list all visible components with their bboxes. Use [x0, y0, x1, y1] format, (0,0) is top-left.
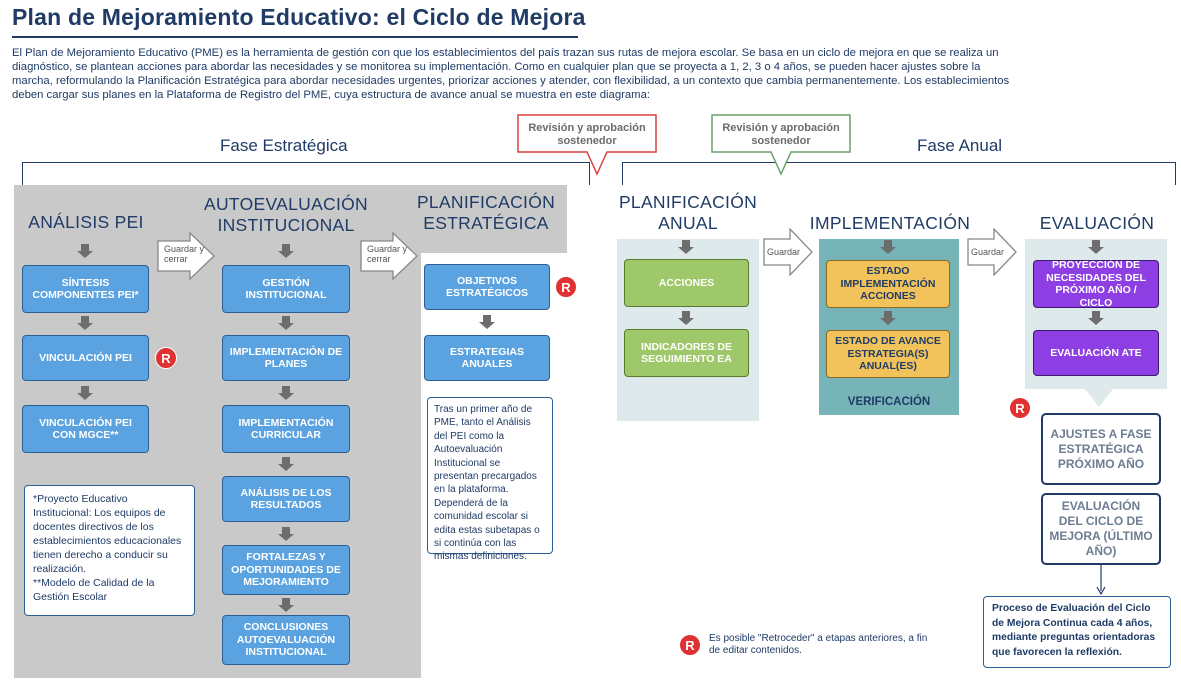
- sintesis-componentes-box[interactable]: SÍNTESIS COMPONENTES PEI*: [22, 265, 149, 313]
- strategic-panel-top-right: [421, 185, 567, 253]
- implementacion-title: IMPLEMENTACIÓN: [809, 213, 971, 233]
- ajustes-fase-box[interactable]: AJUSTES A FASE ESTRATÉGICA PRÓXIMO AÑO: [1041, 413, 1161, 485]
- objetivos-estrategicos-box[interactable]: OBJETIVOS ESTRATÉGICOS: [424, 264, 550, 310]
- autoevaluacion-title: AUTOEVALUACIÓN INSTITUCIONAL: [203, 194, 368, 235]
- implementacion-curricular-box[interactable]: IMPLEMENTACIÓN CURRICULAR: [222, 405, 350, 453]
- evaluacion-title: EVALUACIÓN: [1039, 213, 1155, 233]
- guardar-cerrar-arrow-1: Guardar y cerrar: [156, 232, 216, 280]
- thin-arrow-down-icon: [1096, 565, 1106, 595]
- legend-r-badge: R: [679, 634, 701, 656]
- analisis-resultados-box[interactable]: ANÁLISIS DE LOS RESULTADOS: [222, 476, 350, 522]
- verificacion-label: VERIFICACIÓN: [847, 396, 931, 408]
- title-underline: [12, 36, 578, 38]
- r-badge-objetivos: R: [555, 276, 577, 298]
- vinculacion-pei-box[interactable]: VINCULACIÓN PEI: [22, 335, 149, 381]
- planificacion-anual-title: PLANIFICACIÓN ANUAL: [618, 192, 758, 233]
- planificacion-estrategica-title: PLANIFICACIÓN ESTRATÉGICA: [416, 192, 556, 233]
- analisis-pei-title: ANÁLISIS PEI: [28, 212, 144, 232]
- legend-text: Es posible "Retroceder" a etapas anterio…: [709, 633, 928, 656]
- gestion-institucional-box[interactable]: GESTIÓN INSTITUCIONAL: [222, 265, 350, 313]
- page-title: Plan de Mejoramiento Educativo: el Ciclo…: [12, 4, 586, 30]
- intro-paragraph: El Plan de Mejoramiento Educativo (PME) …: [12, 47, 1010, 101]
- review-callout-red: Revisión y aprobación sostenedor: [517, 114, 657, 176]
- guardar-arrow-1: Guardar: [762, 228, 814, 276]
- evaluacion-footnote: Proceso de Evaluación del Ciclo de Mejor…: [983, 596, 1171, 668]
- implementacion-planes-box[interactable]: IMPLEMENTACIÓN DE PLANES: [222, 335, 350, 381]
- evaluacion-ciclo-box[interactable]: EVALUACIÓN DEL CICLO DE MEJORA (ÚLTIMO A…: [1041, 493, 1161, 565]
- arrow-right-icon: [967, 228, 1017, 276]
- evaluacion-ate-box[interactable]: EVALUACIÓN ATE: [1033, 330, 1159, 376]
- review-callout-green-text: Revisión y aprobación sostenedor: [722, 122, 840, 147]
- phase-strategic-bracket: [22, 162, 590, 185]
- review-callout-red-text: Revisión y aprobación sostenedor: [528, 122, 646, 147]
- estado-implementacion-box[interactable]: ESTADO IMPLEMENTACIÓN ACCIONES: [826, 260, 950, 308]
- phase-annual-label: Fase Anual: [917, 136, 1003, 155]
- arrow-right-icon: [360, 232, 418, 280]
- indicadores-box[interactable]: INDICADORES DE SEGUIMIENTO EA: [624, 329, 749, 377]
- phase-strategic-label: Fase Estratégica: [220, 136, 348, 155]
- estado-avance-box[interactable]: ESTADO DE AVANCE ESTRATEGIA(S) ANUAL(ES): [826, 330, 950, 378]
- conclusiones-box[interactable]: CONCLUSIONES AUTOEVALUACIÓN INSTITUCIONA…: [222, 615, 350, 665]
- down-arrow-icon: [479, 315, 495, 329]
- proyeccion-box[interactable]: PROYECCIÓN DE NECESIDADES DEL PRÓXIMO AÑ…: [1033, 259, 1159, 309]
- r-badge-evaluacion: R: [1009, 397, 1031, 419]
- estrategias-anuales-box[interactable]: ESTRATEGIAS ANUALES: [424, 335, 550, 381]
- acciones-box[interactable]: ACCIONES: [624, 259, 749, 307]
- guardar-arrow-2: Guardar: [966, 228, 1018, 276]
- phase-annual-bracket: [622, 162, 1176, 185]
- review-callout-green: Revisión y aprobación sostenedor: [711, 114, 851, 176]
- fortalezas-box[interactable]: FORTALEZAS Y OPORTUNIDADES DE MEJORAMIEN…: [222, 545, 350, 595]
- arrow-right-icon: [157, 232, 215, 280]
- planificacion-footnote: Tras un primer año de PME, tanto el Anál…: [427, 397, 553, 562]
- callout-green-shape: [711, 114, 851, 176]
- guardar-cerrar-arrow-2: Guardar y cerrar: [359, 232, 419, 280]
- arrow-right-icon: [763, 228, 813, 276]
- analisis-footnote: *Proyecto Educativo Institucional: Los e…: [24, 485, 195, 616]
- callout-red-shape: [517, 114, 657, 176]
- vinculacion-mgce-box[interactable]: VINCULACIÓN PEI CON MGCE**: [22, 405, 149, 453]
- r-badge-vinculacion: R: [155, 347, 177, 369]
